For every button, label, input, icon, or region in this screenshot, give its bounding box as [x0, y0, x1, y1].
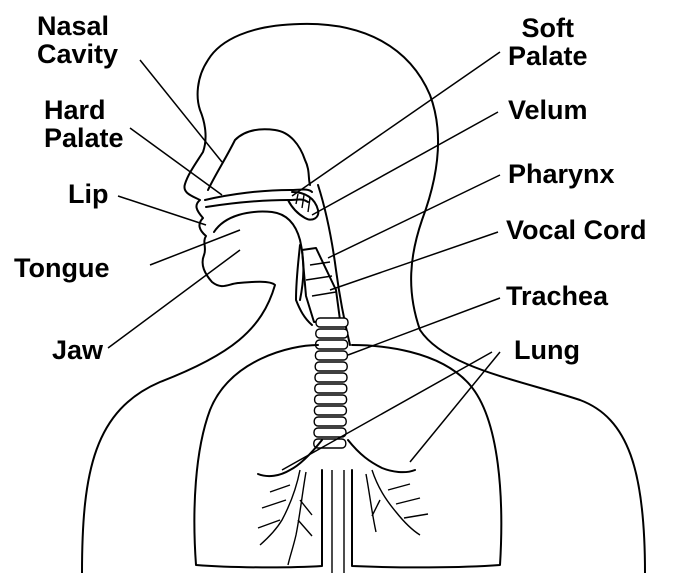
trachea-ring	[315, 351, 347, 360]
label-nasal-cavity-line2: Cavity	[37, 40, 118, 68]
label-soft-palate-line2: Palate	[508, 42, 588, 70]
trachea-ring	[315, 395, 347, 404]
trachea-ring	[316, 329, 348, 338]
trachea-ring	[314, 417, 346, 426]
label-trachea: Trachea	[506, 282, 608, 310]
label-tongue: Tongue	[14, 254, 109, 282]
label-soft-palate-line1: Soft	[508, 14, 588, 42]
label-vocal-cord: Vocal Cord	[506, 216, 647, 244]
trachea-ring	[315, 362, 347, 371]
trachea-ring	[315, 373, 347, 382]
tongue	[214, 212, 303, 300]
lung-divider	[332, 470, 344, 573]
label-hard-palate: Hard Palate	[44, 96, 124, 152]
leader-lung-left	[282, 352, 492, 470]
trachea-ring	[314, 428, 346, 437]
label-nasal-cavity: Nasal Cavity	[37, 12, 118, 68]
label-soft-palate: Soft Palate	[508, 14, 588, 70]
leader-jaw	[108, 250, 240, 348]
left-bronchus	[258, 440, 322, 476]
label-lung: Lung	[514, 336, 580, 364]
trachea-ring	[316, 340, 348, 349]
label-hard-palate-line2: Palate	[44, 124, 124, 152]
label-pharynx: Pharynx	[508, 160, 615, 188]
nasal-cavity-outline	[208, 129, 310, 190]
leader-nasal-cavity	[140, 60, 222, 162]
trachea-ring	[314, 406, 346, 415]
leader-lines	[108, 52, 500, 470]
leader-lung-right	[410, 352, 500, 462]
bronchial-tree-right	[366, 470, 428, 535]
right-bronchus	[348, 440, 415, 472]
leader-hard-palate	[130, 128, 222, 195]
leader-vocal-cord	[330, 232, 498, 290]
trachea	[314, 318, 348, 448]
trachea-ring	[316, 318, 348, 327]
leader-lip	[118, 196, 206, 225]
leader-trachea	[348, 298, 500, 355]
label-hard-palate-line1: Hard	[44, 96, 124, 124]
left-lung	[194, 345, 322, 567]
label-velum: Velum	[508, 96, 588, 124]
trachea-ring	[315, 384, 347, 393]
leader-soft-palate	[292, 52, 500, 196]
label-jaw: Jaw	[52, 336, 103, 364]
label-nasal-cavity-line1: Nasal	[37, 12, 118, 40]
pharynx-front-wall	[296, 245, 312, 325]
bronchial-tree-left	[258, 470, 312, 565]
label-lip: Lip	[68, 180, 109, 208]
